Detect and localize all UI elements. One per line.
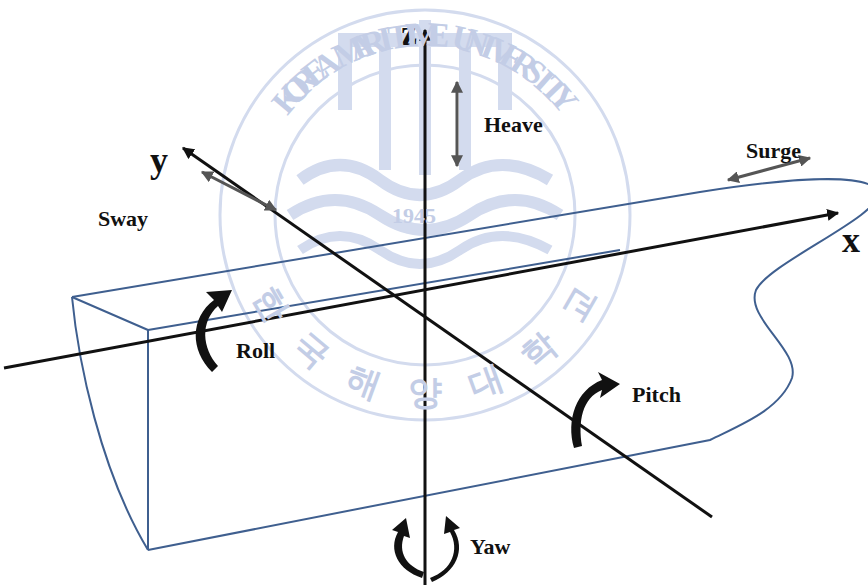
watermark-letter: 학 [515, 327, 563, 375]
axis-label: y [150, 142, 168, 178]
motion-label: Heave [484, 114, 543, 136]
watermark-letter: 양 [408, 376, 442, 410]
ship-hull [72, 179, 868, 550]
watermark-letter: E [426, 18, 451, 54]
motion-label: Sway [98, 208, 148, 230]
watermark-letter: 교 [556, 281, 602, 327]
watermark-letter: 대 [464, 360, 508, 404]
motion-label: Yaw [470, 536, 510, 558]
rotation-arrows [196, 290, 620, 582]
motion-label: Roll [236, 340, 275, 362]
watermark-letter: 한 [248, 281, 294, 327]
watermark-text: 1945 [392, 205, 436, 227]
motion-label: Surge [746, 140, 801, 162]
motion-label: Pitch [632, 384, 681, 406]
axis-label: x [842, 222, 860, 258]
coordinate-axes [4, 30, 838, 585]
watermark-letter: 해 [342, 360, 386, 404]
watermark-letter: 국 [287, 327, 335, 375]
